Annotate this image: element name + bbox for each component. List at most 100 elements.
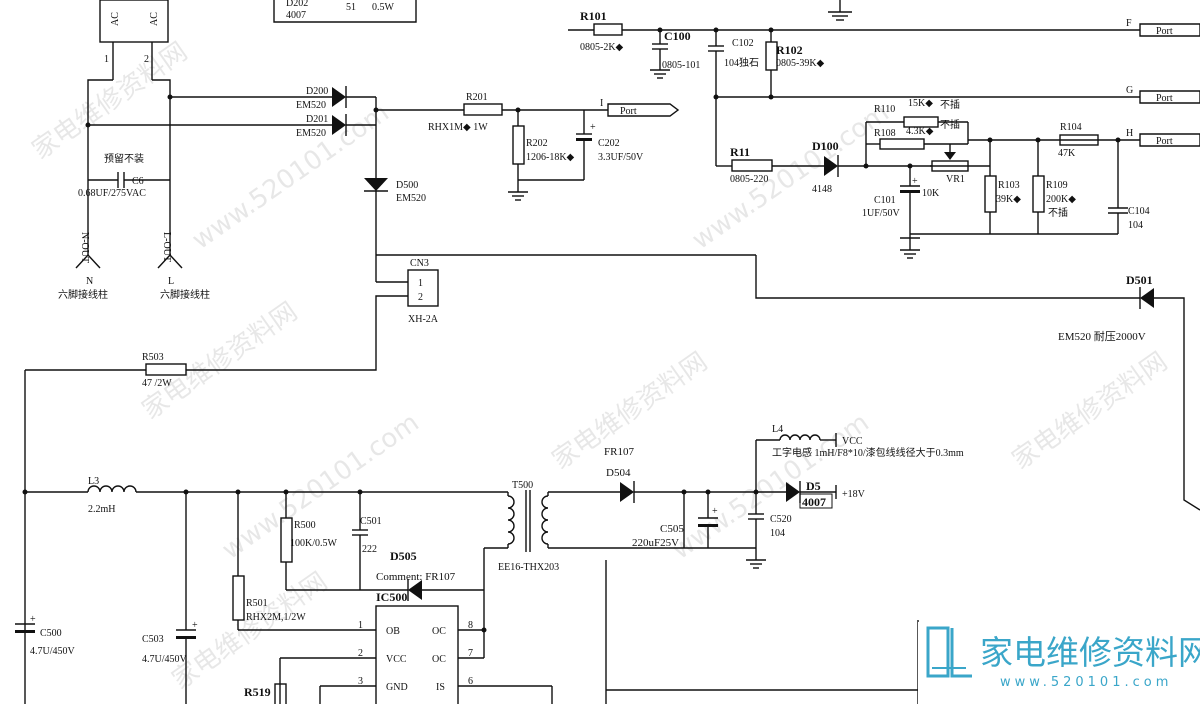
watermark-url: www.520101.com [187,98,395,256]
c6-ref: C6 [132,176,144,187]
c101-ref: C101 [874,195,896,206]
port-i: I Port [600,98,680,117]
r11-value: 0805-220 [730,174,768,185]
watermark-url: www.520101.com [687,98,895,256]
ic500-n1: 1 [358,620,363,631]
port-f-label: Port [1156,26,1173,37]
l-term: L [168,276,174,287]
port-h: H Port [1126,128,1200,147]
d501-value: EM520 耐压2000V [1058,330,1146,343]
l3-value: 2.2mH [88,504,116,515]
capacitor-c6: 预留不装 C6 0.68UF/275VAC [78,152,170,199]
r519-resistor: R519 [244,683,287,704]
r202-value: 1206-18K◆ [526,152,575,163]
cn3-value: XH-2A [408,314,439,325]
ic500-p3: GND [386,682,408,693]
c104-ref: C104 [1128,206,1150,217]
d201-ref: D201 [306,114,328,125]
r202-ref: R202 [526,138,548,149]
d505-ref: D505 [390,549,417,563]
ic500-n2: 2 [358,648,363,659]
l3-ref: L3 [88,476,99,487]
t500-value: EE16-THX203 [498,562,559,573]
r108-note: 不插 [940,118,960,131]
ic500-n6: 6 [468,676,473,687]
watermark-url: www.520101.com [667,408,875,566]
ac-input-block: AC AC 1 2 [87,0,171,255]
ac-pin1-num: 1 [104,54,109,65]
r503-resistor: R503 47 /2W [24,352,187,704]
r101-ref: R101 [580,9,607,23]
ic500-n8: 8 [468,620,473,631]
r110-note: 不插 [940,98,960,111]
svg-text:+: + [712,506,718,517]
c6-note: 预留不装 [104,152,144,165]
d200-ref: D200 [306,86,328,97]
ic500-n7: 7 [468,648,473,659]
d5-value: 4007 [802,495,826,509]
ic500-n3: 3 [358,676,363,687]
d504-ref: D504 [606,467,631,479]
r102-value: 0805-39K◆ [776,58,825,69]
diode-d5: D5 4007 +18V [786,479,866,509]
n-out-terminal: N-OUT N 六脚接线柱 [58,232,108,301]
svg-text:+: + [912,176,918,187]
c500-value: 4.7U/450V [30,646,76,657]
r109-note: 不插 [1048,206,1068,219]
c500-ref: C500 [40,628,62,639]
c6-value: 0.68UF/275VAC [78,188,146,199]
r109-ref: R109 [1046,180,1068,191]
l4-inductor: L4 VCC 工字电感 1mH/F8*10/漆包线线径大于0.3mm [755,424,964,492]
c202-ref: C202 [598,138,620,149]
ac-pin2-label: AC [149,12,160,26]
capacitor-c503: + C503 4.7U/450V [142,489,198,704]
c505-value: 220uF25V [632,537,679,549]
r103-ref: R103 [998,180,1020,191]
l-out-label: L-OUT [161,232,172,262]
capacitor-c500: + C500 4.7U/450V [15,614,76,657]
r108-value: 4.3K◆ [906,126,934,137]
cn3-connector: D501 EM520 耐压2000V CN3 1 2 XH-2A [186,254,1200,511]
fr107-ref: FR107 [604,446,634,458]
r201-network: R201 RHX1M◆ 1W R202 1206-18K◆ + C202 3.3… [376,92,644,201]
watermark-site: 家电维修资料网 [1007,347,1173,476]
c100-value: 0805-101 [662,60,700,71]
ic500-p7: OC [432,654,446,665]
port-g: G Port [1126,85,1200,104]
ac-pin1-label: AC [110,12,121,26]
n-desc: 六脚接线柱 [58,288,108,301]
n-term: N [86,276,93,287]
diode-d504: FR107 D504 [604,446,790,503]
l-desc: 六脚接线柱 [160,288,210,301]
r110-value: 15K◆ [908,98,933,109]
cn3-pin1: 1 [418,278,423,289]
r110-ref: R110 [874,104,895,115]
port-g-pin: G [1126,85,1133,96]
c520-value: 104 [770,528,785,539]
port-h-label: Port [1156,136,1173,147]
d500-value: EM520 [396,193,426,204]
c102-ref: C102 [732,38,754,49]
svg-text:+: + [192,620,198,631]
ic500-p2: VCC [386,654,407,665]
site-logo: 家电维修资料网 www.520101.com [918,622,1200,704]
port-i-label: Port [620,106,637,117]
snubber: R500 100K/0.5W C501 222 D505 Comment: FR… [280,489,484,601]
ic500-ref: IC500 [376,590,407,604]
cn3-pin2: 2 [418,292,423,303]
r201-value: RHX1M◆ 1W [428,122,488,133]
d200-value: EM520 [296,100,326,111]
watermark-layer: 家电维修资料网 www.520101.com 家电维修资料网 www.52010… [27,37,1173,696]
d100-ref: D100 [812,139,839,153]
rectifier-diodes: D200 EM520 D201 EM520 [85,86,379,139]
d202-value: 4007 [286,10,306,21]
d5-ref: D5 [806,479,821,493]
d202-r-val: 51 [346,2,356,13]
ic500-p1: OB [386,626,400,637]
vr1-value: 10K [922,188,940,199]
watermark-site: 家电维修资料网 [27,37,193,166]
r519-ref: R519 [244,685,271,699]
ic500-p8: OC [432,626,446,637]
r503-ref: R503 [142,352,164,363]
